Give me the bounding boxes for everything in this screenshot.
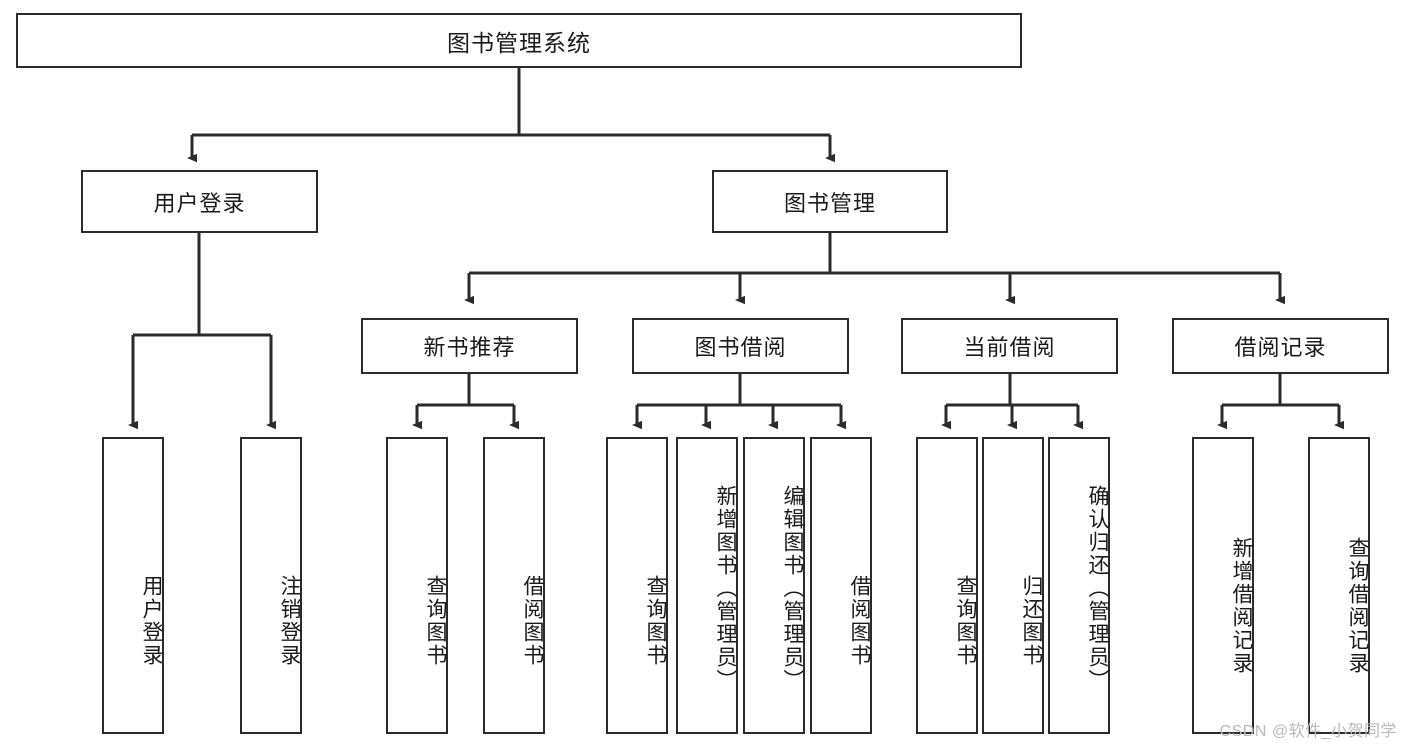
node-label: 注销登录 [278,574,301,667]
leaf-add-book-admin[interactable]: 新增图书（管理员） [676,437,738,734]
node-label: 新增图书（管理员） [714,485,737,692]
node-label: 用户登录 [140,574,163,667]
node-label: 用户登录 [153,190,246,216]
node-book-borrow[interactable]: 图书借阅 [632,318,849,374]
leaf-query-book-recommend[interactable]: 查询图书 [386,437,448,734]
node-label: 新书推荐 [423,335,516,360]
leaf-borrow-book[interactable]: 借阅图书 [810,437,872,734]
leaf-borrow-book-recommend[interactable]: 借阅图书 [483,437,545,734]
node-label: 图书管理系统 [447,29,591,56]
node-current-borrow[interactable]: 当前借阅 [901,318,1118,374]
leaf-edit-book-admin[interactable]: 编辑图书（管理员） [743,437,805,734]
node-label: 查询图书 [644,574,667,667]
node-label: 查询图书 [424,574,447,667]
node-label: 当前借阅 [963,335,1056,360]
node-label: 新增借阅记录 [1230,536,1253,675]
leaf-confirm-return-admin[interactable]: 确认归还（管理员） [1048,437,1110,734]
node-label: 查询图书 [954,574,977,667]
leaf-add-borrow-record[interactable]: 新增借阅记录 [1192,437,1254,734]
csdn-watermark: CSDN @软件_小贺同学 [1219,723,1397,740]
node-borrow-record[interactable]: 借阅记录 [1172,318,1389,374]
node-label: 归还图书 [1020,574,1043,667]
node-label: 借阅图书 [521,574,544,667]
node-user-login[interactable]: 用户登录 [81,170,318,233]
node-label: 图书管理 [783,190,876,216]
node-label: 借阅记录 [1234,335,1327,360]
leaf-user-login[interactable]: 用户登录 [102,437,164,734]
leaf-query-book-current[interactable]: 查询图书 [916,437,978,734]
node-root-book-management-system[interactable]: 图书管理系统 [16,13,1022,68]
node-label: 查询借阅记录 [1346,536,1369,675]
node-label: 确认归还（管理员） [1086,485,1109,692]
node-label: 图书借阅 [694,335,787,360]
leaf-logout[interactable]: 注销登录 [240,437,302,734]
leaf-query-book-borrow[interactable]: 查询图书 [606,437,668,734]
leaf-query-borrow-record[interactable]: 查询借阅记录 [1308,437,1370,734]
node-label: 借阅图书 [848,574,871,667]
node-new-book-recommend[interactable]: 新书推荐 [361,318,578,374]
node-label: 编辑图书（管理员） [781,485,804,692]
leaf-return-book[interactable]: 归还图书 [982,437,1044,734]
node-book-management[interactable]: 图书管理 [712,170,948,233]
